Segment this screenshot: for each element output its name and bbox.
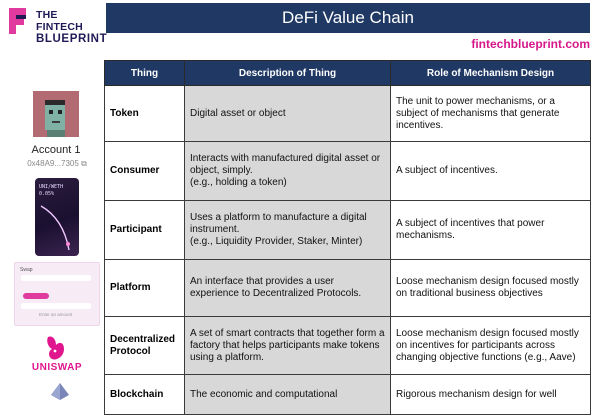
account-name: Account 1 — [31, 144, 81, 156]
liquidity-position-nft: UNI/WETH 0.05% — [35, 178, 79, 256]
table-row: Decentralized Protocol A set of smart co… — [104, 316, 591, 375]
table-header-row: Thing Description of Thing Role of Mecha… — [104, 60, 591, 86]
swap-widget: Swap Enter an amount — [14, 262, 100, 326]
cell-role: The unit to power mechanisms, or a subje… — [390, 85, 591, 142]
fintech-logo-mark-icon — [9, 8, 26, 34]
cell-thing: Participant — [104, 200, 185, 260]
curve-graphic-icon — [40, 205, 70, 251]
cell-description: Uses a platform to manufacture a digital… — [184, 200, 391, 260]
header-thing: Thing — [104, 60, 185, 86]
table-row: Token Digital asset or object The unit t… — [104, 85, 591, 142]
cell-description: A set of smart contracts that together f… — [184, 316, 391, 375]
nft-pair: UNI/WETH — [39, 184, 64, 190]
cell-role: Loose mechanism design focused mostly on… — [390, 316, 591, 375]
copy-icon[interactable]: ⧉ — [81, 159, 87, 168]
cell-thing: Decentralized Protocol — [104, 316, 185, 375]
swap-label: Swap — [20, 267, 33, 273]
table-row: Participant Uses a platform to manufactu… — [104, 200, 591, 260]
logo-line-1: THE FINTECH — [36, 9, 83, 33]
cell-description: Interacts with manufactured digital asse… — [184, 141, 391, 201]
cell-description: The economic and computational — [184, 374, 391, 415]
cell-thing: Platform — [104, 259, 185, 317]
account-avatar — [33, 91, 79, 137]
cell-thing: Token — [104, 85, 185, 142]
uniswap-label: UNISWAP — [31, 362, 83, 373]
uniswap-unicorn-icon — [47, 336, 64, 360]
cell-thing: Blockchain — [104, 374, 185, 415]
logo-text: THE FINTECH BLUEPRINT — [36, 9, 107, 45]
table-row: Blockchain The economic and computationa… — [104, 374, 591, 415]
account-address[interactable]: 0x48A9...7305 ⧉ — [16, 159, 98, 169]
cell-description: Digital asset or object — [184, 85, 391, 142]
defi-value-chain-table: Thing Description of Thing Role of Mecha… — [104, 60, 591, 415]
header-role: Role of Mechanism Design — [390, 60, 591, 86]
logo-line-2: BLUEPRINT — [36, 33, 108, 45]
table-row: Consumer Interacts with manufactured dig… — [104, 141, 591, 201]
site-link[interactable]: fintechblueprint.com — [471, 37, 590, 51]
pixel-avatar-icon — [33, 91, 79, 137]
swap-input-from[interactable] — [21, 275, 91, 281]
nft-fee: 0.05% — [39, 191, 55, 197]
select-token-button[interactable] — [23, 293, 49, 299]
header-description: Description of Thing — [184, 60, 391, 86]
cell-role: A subject of incentives that power mecha… — [390, 200, 591, 260]
enter-amount-text: Enter an amount — [39, 312, 73, 317]
cell-description: An interface that provides a user experi… — [184, 259, 391, 317]
cell-role: Loose mechanism design focused mostly on… — [390, 259, 591, 317]
fintech-blueprint-logo: THE FINTECH BLUEPRINT — [6, 4, 107, 45]
cell-role: A subject of incentives. — [390, 141, 591, 201]
cell-role: Rigorous mechanism design for well — [390, 374, 591, 415]
page-title: DeFi Value Chain — [106, 3, 590, 33]
swap-input-to[interactable] — [21, 303, 91, 309]
account-address-text: 0x48A9...7305 — [27, 159, 79, 168]
cell-thing: Consumer — [104, 141, 185, 201]
ethereum-icon — [51, 383, 69, 400]
table-row: Platform An interface that provides a us… — [104, 259, 591, 317]
